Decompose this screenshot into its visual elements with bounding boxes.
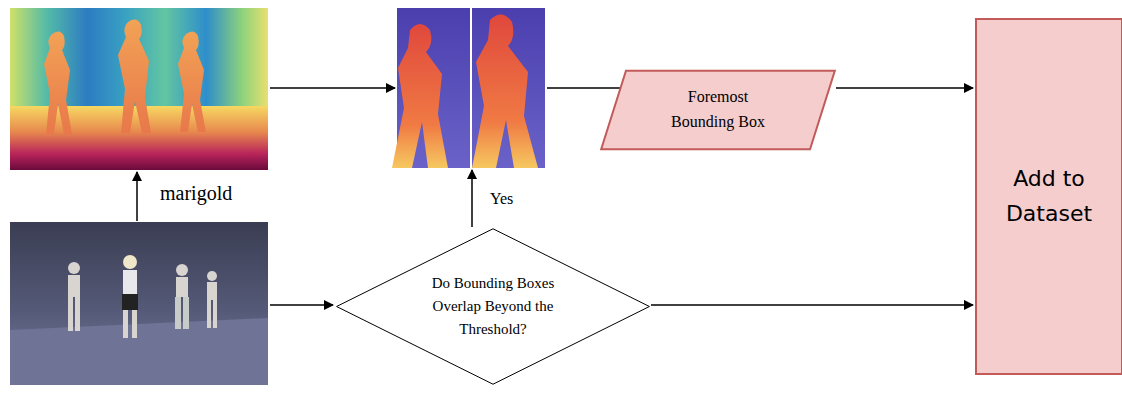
step-label: marigold (160, 182, 232, 205)
parallelogram-outline (600, 70, 836, 150)
process-box: Add to Dataset (975, 18, 1122, 375)
node-text: Add to Dataset (994, 162, 1104, 230)
node-text: Do Bounding Boxes Overlap Beyond the Thr… (418, 272, 568, 342)
output-parallelogram: Foremost Bounding Box (600, 70, 836, 150)
flow-arrow (651, 304, 973, 306)
depth-map (10, 8, 268, 170)
branch-label: Yes (490, 190, 513, 208)
dancer-photo (10, 222, 268, 385)
flow-arrow (836, 87, 973, 89)
cropped-depth (392, 8, 545, 168)
decision-diamond: Do Bounding Boxes Overlap Beyond the Thr… (335, 228, 651, 385)
node-text: Foremost Bounding Box (658, 85, 778, 135)
